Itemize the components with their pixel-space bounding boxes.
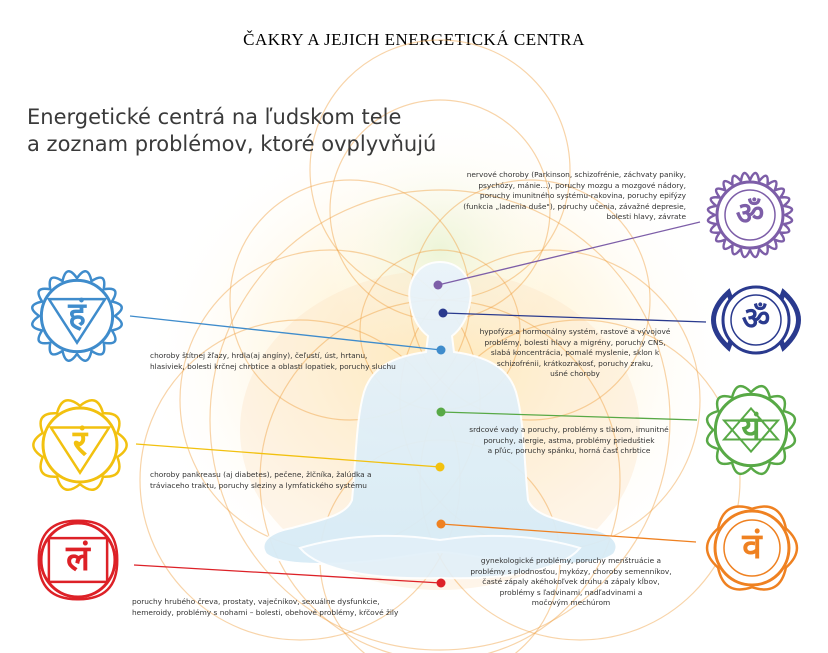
description-line: choroby štítnej žľazy, hrdla(aj angíny),…	[150, 351, 368, 360]
throat-inner-shape	[46, 297, 108, 345]
description-line: tráviaceho traktu, poruchy sleziny a lym…	[150, 480, 367, 490]
description-line: hemeroidy, problémy s nohami – bolesti, …	[132, 607, 399, 617]
energy-ring	[209, 189, 671, 651]
solar-plexus-glyph: रं	[72, 424, 89, 464]
description-line: hlasiviek, bolesti krčnej chrbtice a obl…	[150, 361, 396, 371]
diagram-heading: Energetické centrá na ľudskom tele a zoz…	[27, 104, 497, 158]
throat-glyph: हं	[67, 295, 87, 334]
crown-inner-ring	[724, 189, 776, 241]
crown-description: nervové choroby (Parkinson, schizofrénie…	[388, 170, 686, 223]
heart-connector	[440, 411, 698, 421]
throat-connector	[129, 315, 442, 351]
crown-chakra-icon: ॐ	[706, 171, 794, 259]
third-eye-glyph: ॐ	[742, 301, 770, 337]
description-line: problémy, bolesti hlavy a migrény, poruc…	[484, 337, 666, 347]
third-eye-point	[438, 308, 448, 318]
root-chakra-icon: लं	[37, 519, 119, 601]
description-line: srdcové vady a poruchy, problémy s tlako…	[469, 425, 669, 434]
throat-chakra-icon: हं	[31, 270, 123, 362]
solar-plexus-chakra-icon: रं	[32, 399, 128, 491]
description-line: a pľúc, poruchy spánku, horná časť chrbt…	[487, 446, 651, 456]
sacral-glyph: वं	[741, 527, 763, 567]
heading-line-1: Energetické centrá na ľudskom tele	[27, 105, 402, 129]
throat-description: choroby štítnej žľazy, hrdla(aj angíny),…	[150, 351, 450, 372]
description-line: schizofrénii, krátkozrakosť, poruchy zra…	[496, 358, 654, 368]
heart-outer-ring	[713, 392, 789, 468]
connector-lines	[129, 221, 707, 584]
description-line: gynekologické problémy, poruchy menštruá…	[480, 556, 662, 565]
third-eye-chakra-icon: ॐ	[711, 285, 801, 355]
third-eye-inner-ring	[730, 294, 782, 346]
description-line: problémy s plodnosťou, mykózy, choroby s…	[470, 566, 672, 576]
crown-glyph: ॐ	[736, 196, 764, 232]
root-inner-shape	[47, 536, 109, 584]
description-line: poruchy hrubého čreva, prostaty, vaječní…	[132, 597, 380, 606]
crown-outer-ring	[715, 180, 785, 250]
description-line: ušné choroby	[550, 369, 600, 379]
chakra-symbols: ॐ ॐ हं यं रं वं लं	[31, 171, 801, 601]
description-line: hypofýza a hormonálny systém, rastové a …	[479, 327, 671, 336]
sacral-point	[436, 519, 446, 529]
root-connector	[133, 564, 442, 584]
solar-plexus-description: choroby pankreasu (aj diabetes), pečene,…	[150, 470, 440, 491]
solar-plexus-inner-shape	[48, 426, 112, 475]
description-line: časté zápaly akéhokoľvek druhu a zápaly …	[482, 577, 660, 587]
third-eye-description: hypofýza a hormonálny systém, rastové a …	[452, 327, 698, 380]
sacral-inner-ring	[723, 519, 781, 577]
chakra-points	[433, 280, 448, 588]
description-line: psychózy, mánie...), poruchy mozgu a moz…	[478, 180, 686, 190]
crown-point	[433, 280, 443, 290]
description-line: slabá koncentrácia, pomalé myslenie, skl…	[490, 348, 660, 358]
sacral-description: gynekologické problémy, poruchy menštruá…	[440, 556, 702, 609]
description-line: bolesti hlavy, závrate	[606, 212, 686, 222]
heart-point	[436, 407, 446, 417]
description-line: poruchy, alergie, astma, problémy priedu…	[483, 435, 655, 445]
root-outer-ring	[39, 521, 117, 599]
heading-line-2: a zoznam problémov, ktoré ovplyvňujú	[27, 132, 437, 156]
heart-glyph: यं	[740, 409, 762, 448]
description-line: (funkcia „ladenia duše"), poruchy učenia…	[463, 201, 686, 211]
description-line: poruchy imunitného systému-rakovina, por…	[479, 191, 686, 201]
description-line: močovým mechúrom	[531, 598, 611, 608]
description-line: nervové choroby (Parkinson, schizofrénie…	[466, 170, 686, 179]
root-description: poruchy hrubého čreva, prostaty, vaječní…	[132, 597, 462, 618]
root-point	[436, 578, 446, 588]
heart-description: srdcové vady a poruchy, problémy s tlako…	[444, 425, 694, 457]
heart-star-triangle	[721, 419, 781, 454]
sacral-chakra-icon: वं	[705, 505, 799, 591]
solar-plexus-point	[435, 462, 445, 472]
page-title: ČAKRY A JEJICH ENERGETICKÁ CENTRA	[243, 30, 585, 49]
crown-connector	[437, 221, 701, 286]
heart-star-triangle	[721, 406, 781, 441]
heart-chakra-icon: यं	[705, 384, 797, 476]
throat-point	[436, 345, 446, 355]
solar-plexus-connector	[135, 443, 441, 468]
description-line: problémy s ľadvinami, nadľadvinami a	[499, 587, 643, 597]
third-eye-outer-ring	[721, 285, 791, 355]
sacral-outer-ring	[713, 509, 791, 587]
root-glyph: लं	[65, 539, 91, 579]
third-eye-connector	[442, 312, 707, 323]
description-line: choroby pankreasu (aj diabetes), pečene,…	[150, 470, 372, 479]
sacral-connector	[440, 523, 697, 543]
